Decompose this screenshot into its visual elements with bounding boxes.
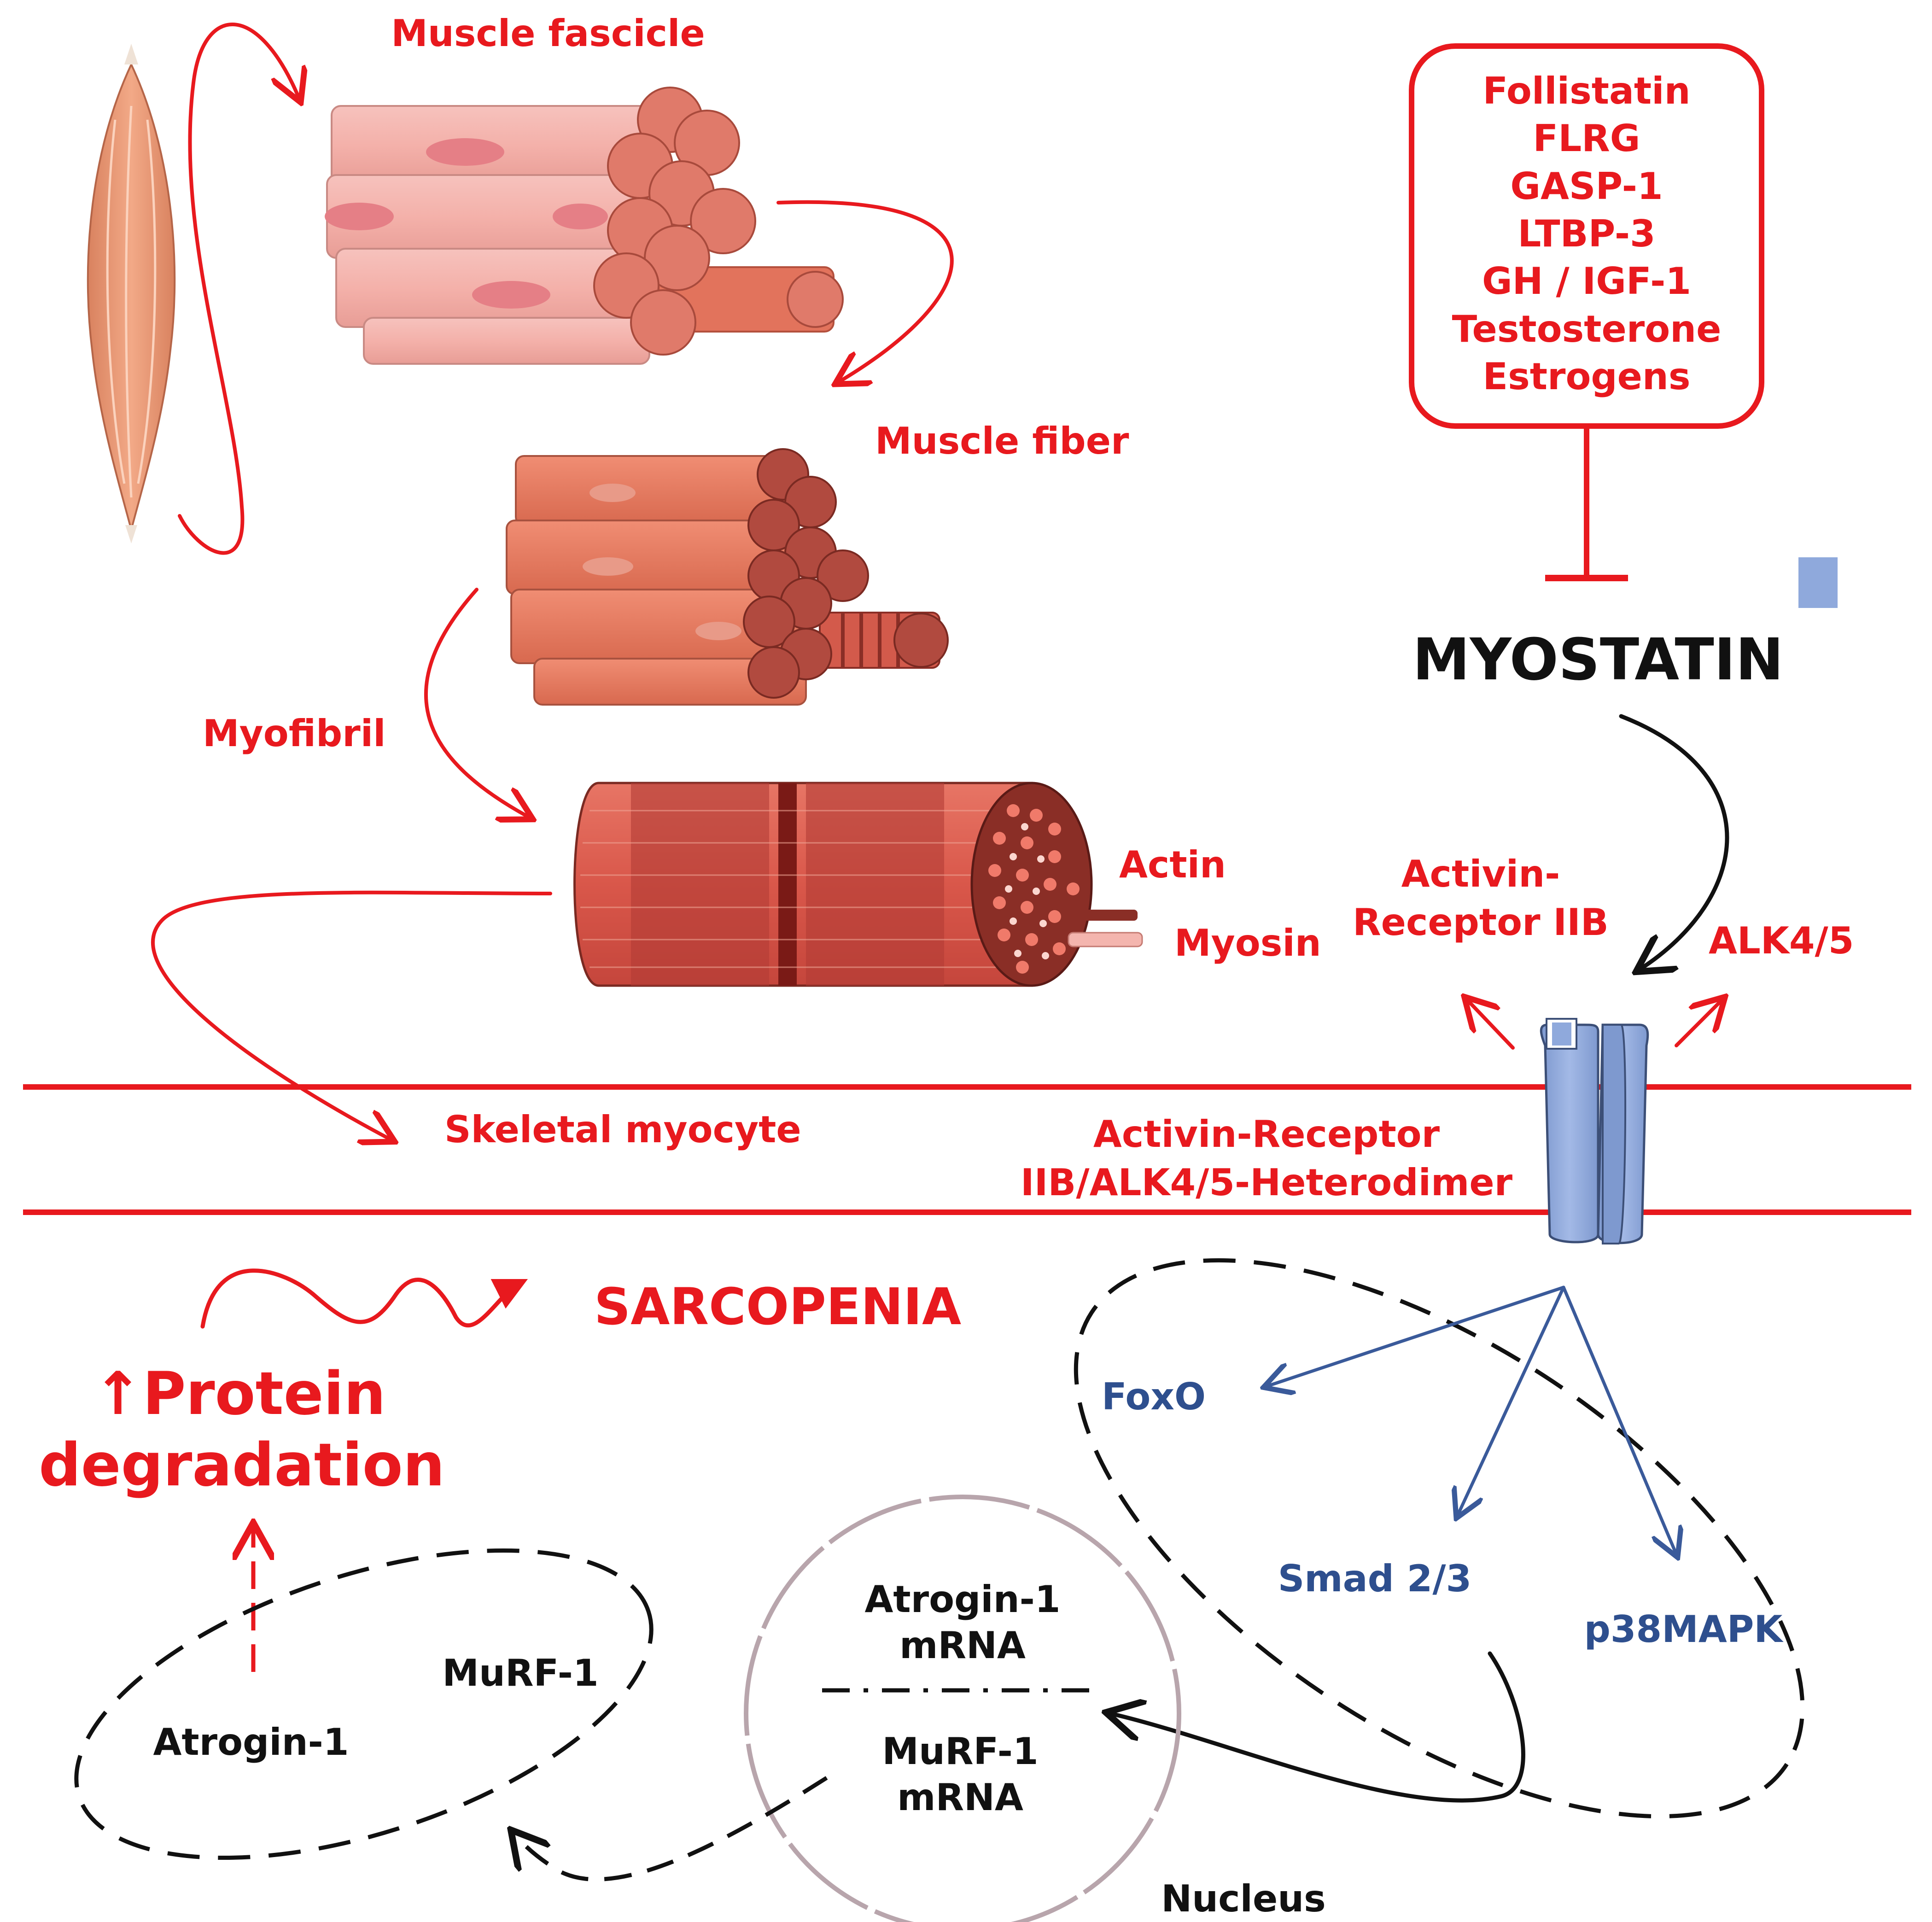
label-muscle-fascicle: Muscle fascicle [391,12,705,55]
arrow-to-p38mapk [1562,1285,1676,1554]
arrow-smad-to-nucleus [1110,1651,1525,1803]
label-muscle-fiber: Muscle fiber [875,420,1129,462]
inhibitor-item: GASP-1 [1510,165,1663,208]
inhibitor-item: Follistatin [1483,70,1690,112]
arrow-to-alk45 [1675,999,1722,1047]
label-protein-degradation-2: degradation [39,1431,445,1500]
label-myofibril: Myofibril [203,712,386,755]
signaling-ellipse [1074,1258,1805,1819]
ligase-ellipse [74,1548,654,1860]
muscle-fascicle-illustration [325,87,844,365]
label-foxo: FoxO [1102,1375,1206,1418]
label-murf1-mrna-1: MuRF-1 [882,1730,1038,1773]
whole-muscle-illustration [87,44,176,543]
arrow-fascicle-to-fiber [776,200,954,382]
arrow-myofibril-to-myocyte [151,890,552,1140]
label-nucleus: Nucleus [1161,1877,1326,1920]
inhibitor-item: FLRG [1533,117,1640,160]
label-p38mapk: p38MAPK [1584,1608,1784,1651]
label-skeletal-myocyte: Skeletal myocyte [444,1108,801,1151]
wavy-arrow-to-sarcopenia [200,1268,528,1329]
label-atrogin1: Atrogin-1 [153,1721,349,1764]
label-murf1-mrna-2: mRNA [897,1776,1023,1819]
inhibitor-item: GH / IGF-1 [1482,260,1691,303]
label-myostatin: MYOSTATIN [1413,626,1784,693]
label-protein-degradation-1: ↑Protein [93,1360,385,1428]
arrow-myostatin-to-receptor [1619,714,1729,970]
label-activin-receptor-iib-1: Activin- [1401,853,1560,895]
arrow-to-foxo [1267,1285,1565,1386]
dashed-arrow-nucleus-to-ligases [514,1776,828,1881]
receptor-heterodimer-illustration [1540,1018,1649,1244]
muscle-fiber-illustration [506,448,949,706]
inhibitor-list: Follistatin FLRG GASP-1 LTBP-3 GH / IGF-… [1452,70,1722,398]
label-heterodimer-2: IIB/ALK4/5-Heterodimer [1021,1161,1513,1204]
label-activin-receptor-iib-2: Receptor IIB [1353,901,1609,944]
label-atrogin1-mrna-2: mRNA [899,1624,1026,1667]
nucleus-membrane [744,1495,1181,1922]
label-alk45: ALK4/5 [1709,919,1854,962]
label-actin: Actin [1119,843,1226,886]
myostatin-square-icon [1798,557,1838,608]
label-smad: Smad 2/3 [1278,1557,1472,1600]
inhibitor-item: LTBP-3 [1518,212,1655,255]
myofibril-illustration [573,782,1143,987]
arrow-muscle-to-fascicle [178,22,299,555]
label-heterodimer-1: Activin-Receptor [1093,1113,1440,1156]
arrow-to-smad [1458,1285,1565,1515]
label-myosin: Myosin [1174,922,1321,964]
label-murf1: MuRF-1 [442,1652,598,1694]
label-sarcopenia: SARCOPENIA [594,1277,961,1336]
inhibitor-item: Estrogens [1483,355,1690,398]
label-atrogin1-mrna-1: Atrogin-1 [864,1578,1060,1621]
inhibitor-item: Testosterone [1452,308,1722,351]
arrow-to-activin-receptor-iib [1467,999,1515,1050]
arrow-fiber-to-myofibril [424,588,530,818]
